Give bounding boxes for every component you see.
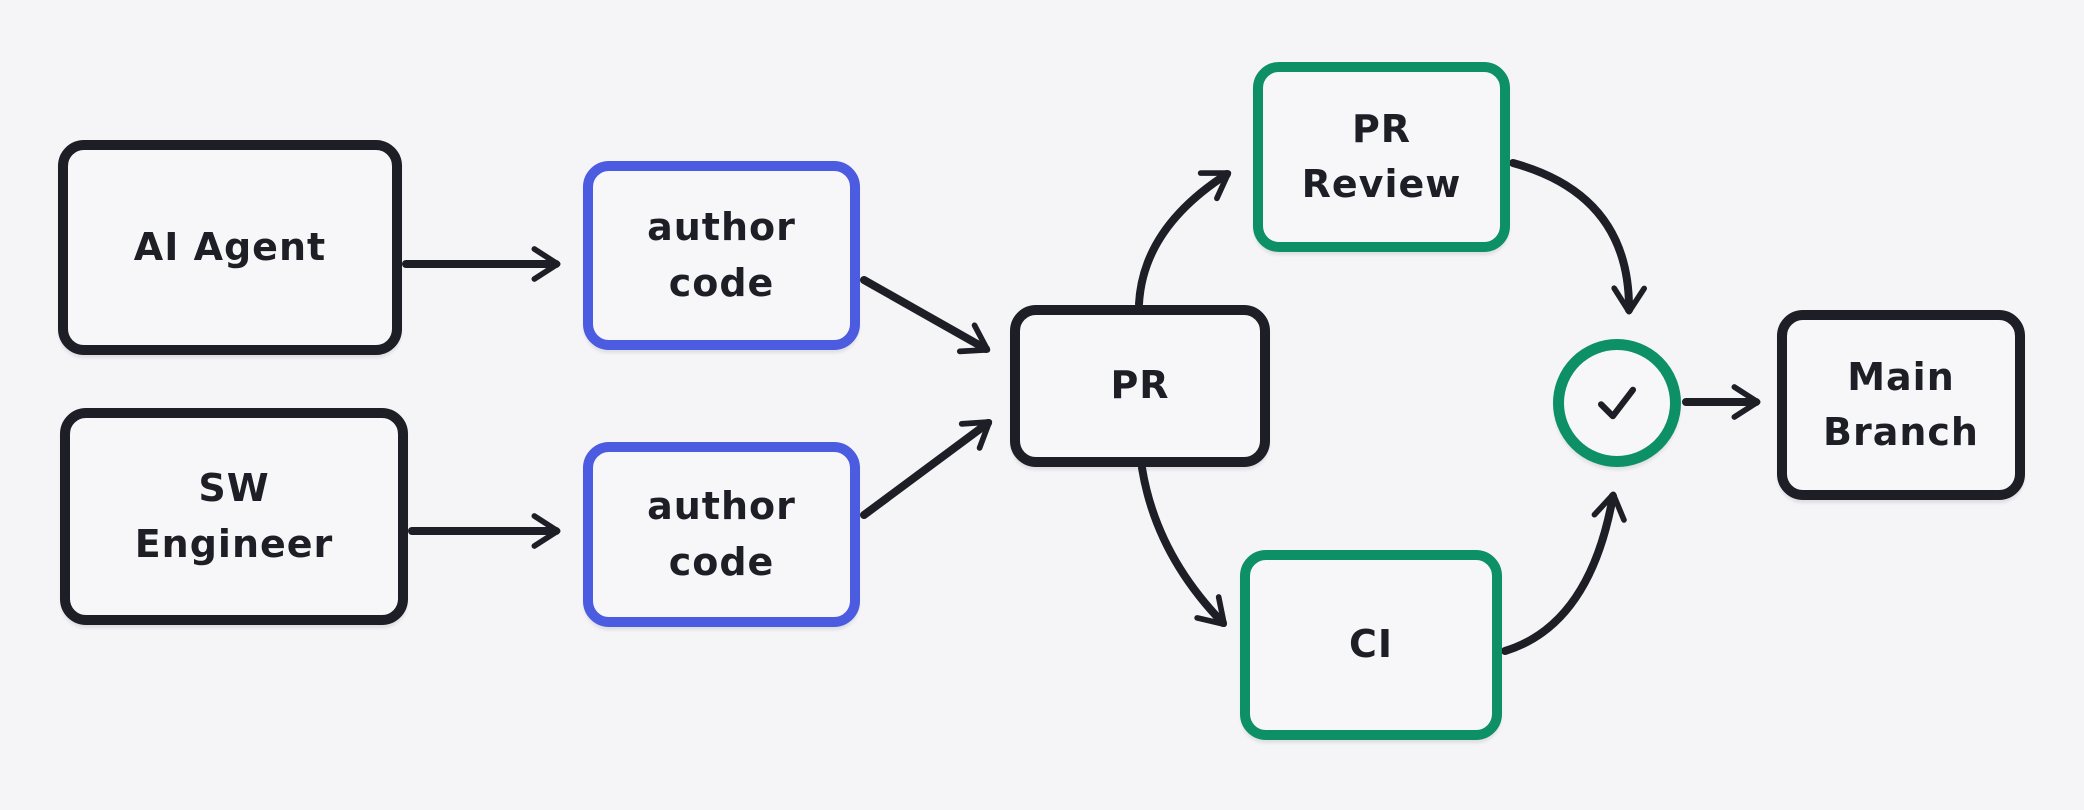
arrow-pr-review-to-checks bbox=[1509, 159, 1648, 315]
node-ci: CI bbox=[1240, 550, 1502, 740]
node-label: CI bbox=[1348, 622, 1394, 667]
node-label: author code bbox=[647, 484, 796, 584]
node-label: AI Agent bbox=[133, 224, 327, 269]
node-label: PR bbox=[1110, 363, 1170, 408]
arrow-pr-to-ci bbox=[1138, 464, 1227, 628]
arrow-author-code-top-to-pr bbox=[860, 276, 991, 355]
node-label: author code bbox=[647, 205, 796, 305]
arrow-ci-to-checks bbox=[1501, 491, 1627, 655]
node-checks-passed bbox=[1553, 339, 1681, 467]
arrow-pr-to-pr-review bbox=[1135, 170, 1232, 308]
node-main-branch: Main Branch bbox=[1777, 310, 2025, 500]
check-icon bbox=[1597, 386, 1637, 420]
node-author-code-bottom: author code bbox=[583, 442, 860, 627]
node-label: PR Review bbox=[1301, 106, 1462, 206]
node-pr: PR bbox=[1010, 305, 1270, 467]
node-sw-engineer: SW Engineer bbox=[60, 408, 408, 625]
node-ai-agent: AI Agent bbox=[58, 140, 402, 355]
node-author-code-top: author code bbox=[583, 161, 860, 350]
node-label: SW Engineer bbox=[134, 466, 334, 566]
arrow-author-code-bottom-to-pr bbox=[860, 419, 993, 519]
node-pr-review: PR Review bbox=[1253, 62, 1510, 252]
node-label: Main Branch bbox=[1823, 354, 1979, 454]
